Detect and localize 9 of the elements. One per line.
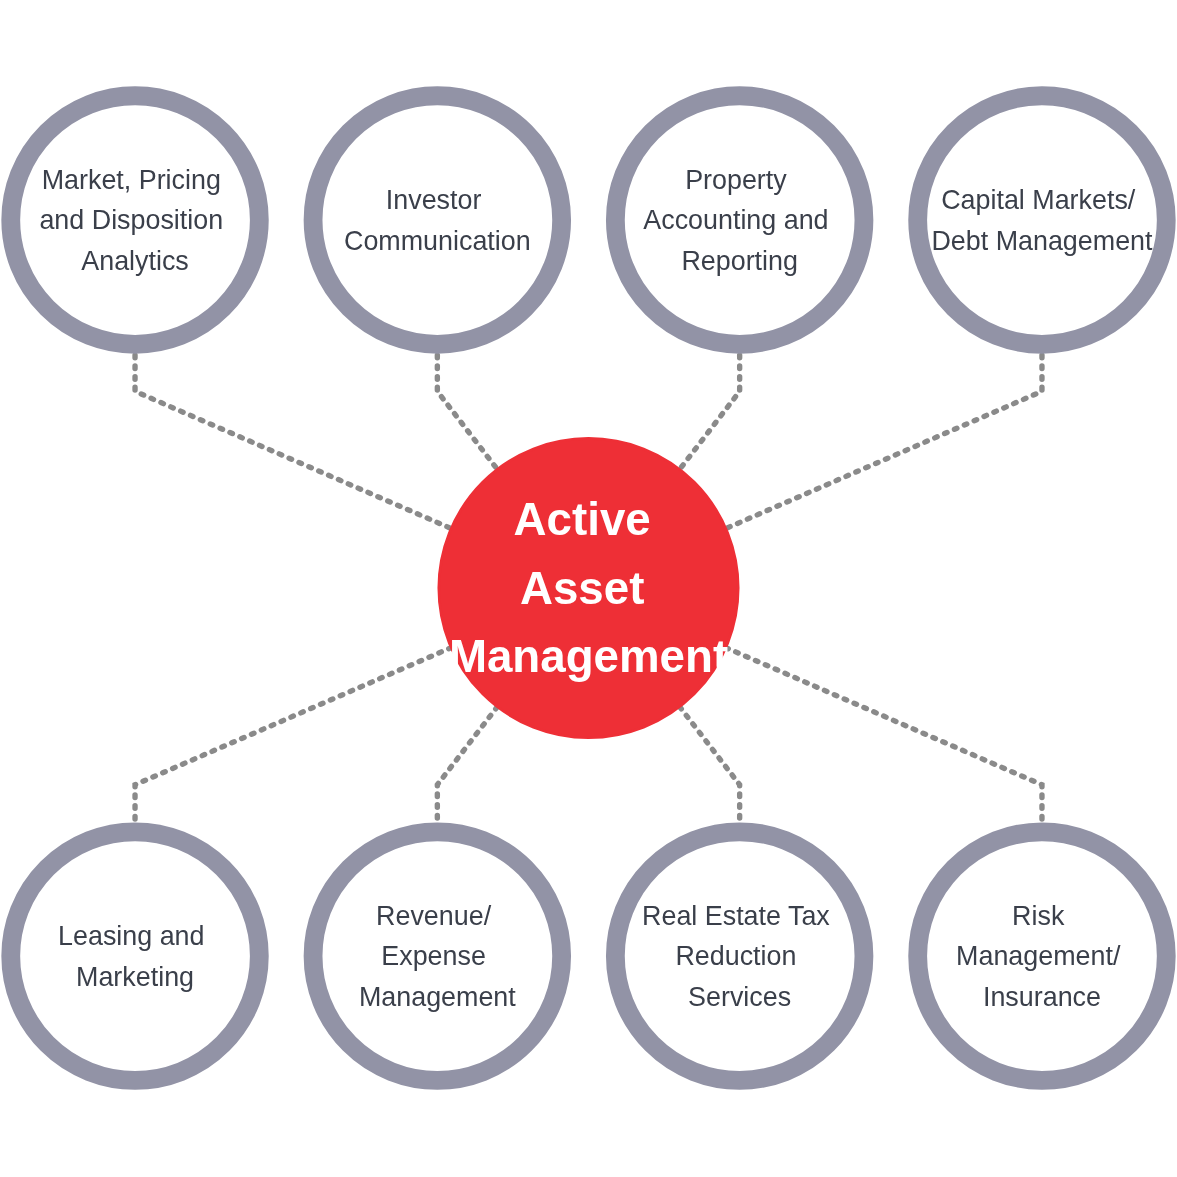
node-circle: Investor Communication: [303, 86, 572, 355]
node-circle: Real Estate Tax Reduction Services: [605, 822, 874, 1091]
node-circle: Active Asset Management: [437, 437, 740, 740]
node-circle: Capital Markets/ Debt Management: [908, 86, 1176, 355]
node-circle: Market, Pricing and Disposition Analytics: [1, 86, 269, 355]
node-circle: Risk Management/ Insurance: [908, 822, 1176, 1091]
node-circle: Property Accounting and Reporting: [605, 86, 874, 355]
node-circle: Revenue/ Expense Management: [303, 822, 572, 1091]
node-circle: Leasing and Marketing: [1, 822, 269, 1091]
